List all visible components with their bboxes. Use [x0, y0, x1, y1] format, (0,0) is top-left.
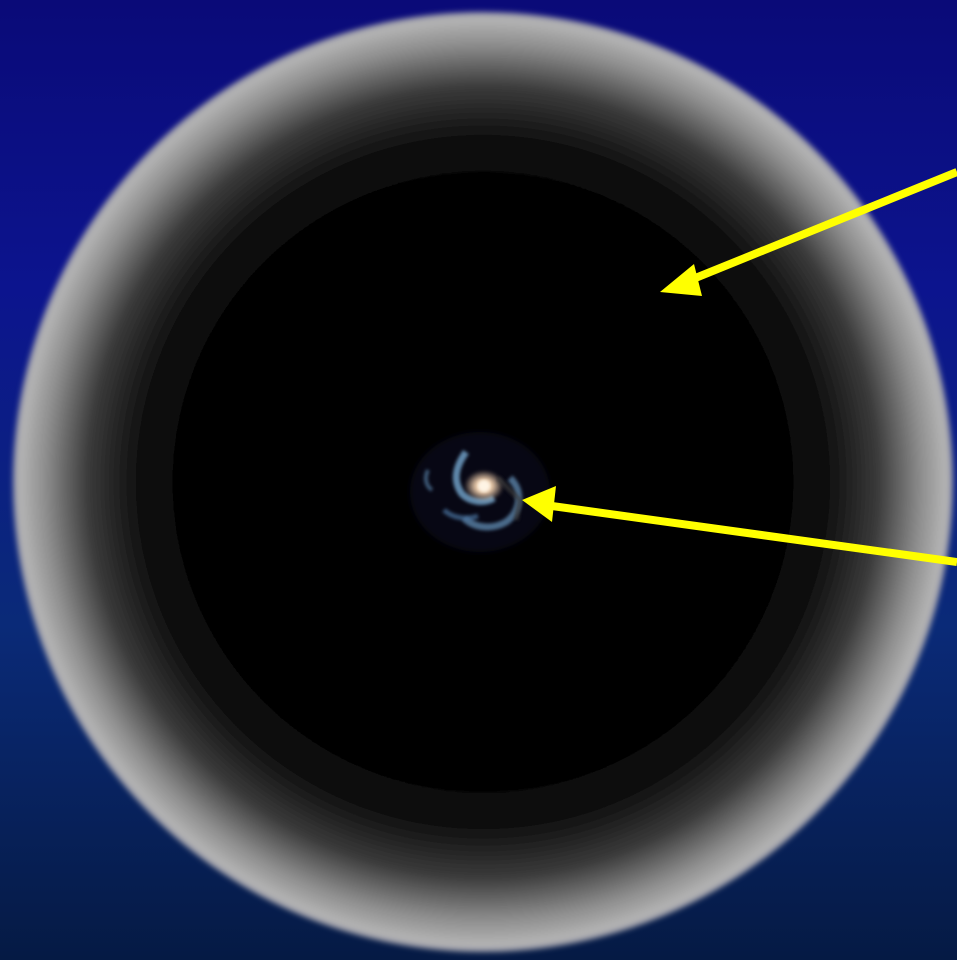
arrow-left-down-icon [660, 168, 957, 296]
galaxy-arms [423, 449, 523, 531]
arrow-left-icon [522, 486, 957, 566]
